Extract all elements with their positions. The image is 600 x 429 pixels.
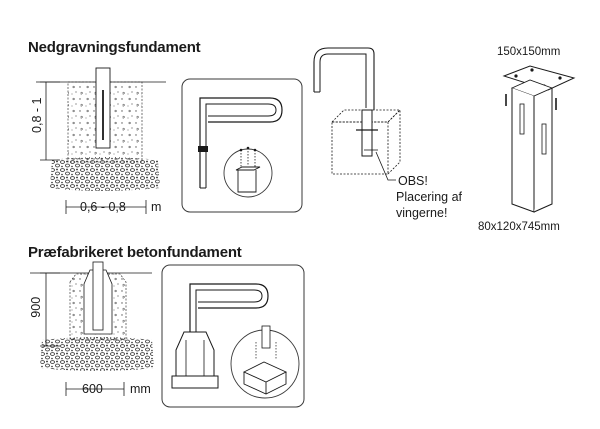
mounting-bracket-icon (171, 283, 300, 399)
depth-dimension (40, 81, 60, 161)
width-label-2: 600 (82, 382, 103, 396)
post-size-label: 80x120x745mm (478, 221, 560, 233)
section-heading-buried: Nedgravningsfundament (28, 39, 201, 56)
post-foundation-icon (313, 47, 401, 181)
warning-text-line2: Placering af (396, 190, 463, 204)
base-plate-post-icon (502, 65, 576, 213)
width-dimension-2 (65, 382, 125, 396)
warning-text-line3: vingerne! (396, 206, 448, 220)
foundation-section-icon (36, 67, 166, 191)
width-label: 0,6 - 0,8 (80, 200, 126, 214)
section-heading-precast: Præfabrikeret betonfundament (28, 244, 242, 261)
depth-dimension-2 (40, 272, 60, 347)
depth-label-2: 900 (28, 296, 43, 318)
depth-label: 0,8 - 1 (29, 97, 44, 133)
bolt-icon (223, 146, 273, 198)
grab-bar-icon (198, 97, 283, 189)
width-unit-label: m (151, 200, 162, 214)
detail-panel-1 (181, 78, 303, 213)
warning-title: OBS! (398, 174, 428, 188)
plate-size-label: 150x150mm (497, 46, 561, 58)
width-unit-label-2: mm (130, 382, 151, 396)
width-dimension (65, 200, 147, 214)
concrete-block-icon (30, 261, 154, 371)
